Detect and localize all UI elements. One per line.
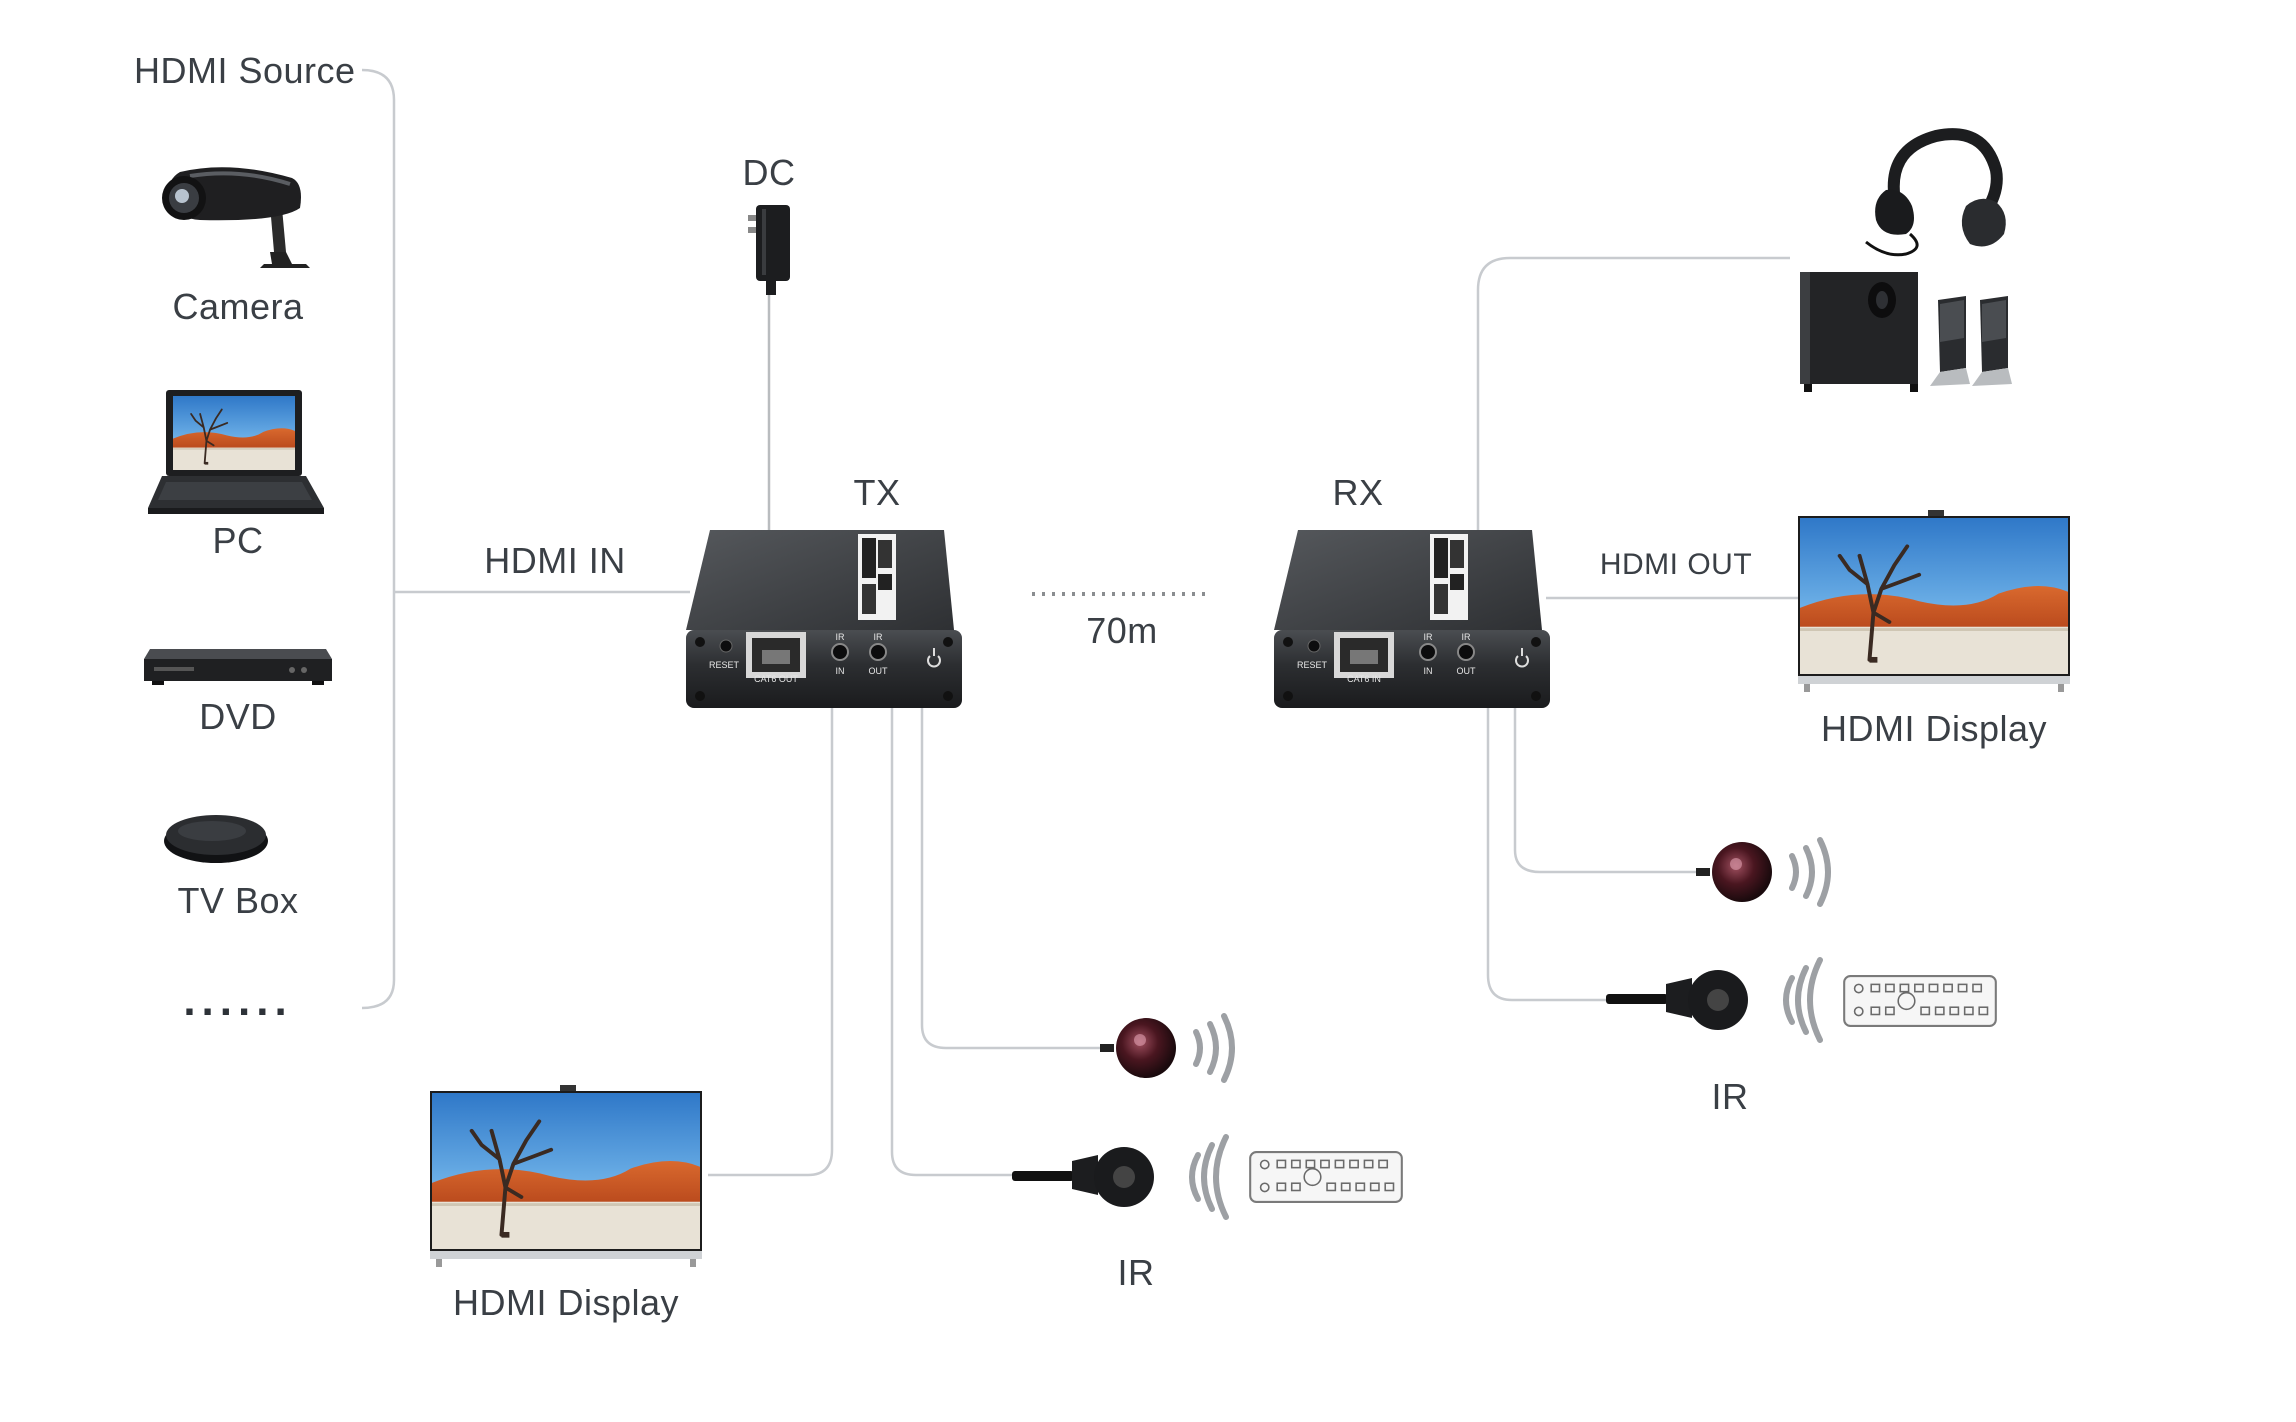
rx-ir-label: IR <box>1711 1076 1749 1117</box>
laptop-icon <box>148 390 324 514</box>
tx-ir-receiver-icon <box>1100 1013 1235 1083</box>
rx-device <box>1274 530 1550 708</box>
rx-display-label: HDMI Display <box>1820 708 2048 749</box>
rx-cat-label: CAT6 IN <box>1347 674 1381 684</box>
tv-box-icon <box>164 815 268 863</box>
rx-ir-in-label: IN <box>1424 666 1433 676</box>
source-label-tv-box: TV Box <box>177 880 299 921</box>
source-label-pc: PC <box>212 520 264 561</box>
tx-remote-control-icon <box>1250 1152 1402 1202</box>
tx-reset-label: RESET <box>709 660 740 670</box>
dvd-player-icon <box>144 649 332 685</box>
tx-display-line <box>708 690 834 1177</box>
tx-ir-label-2: IR <box>874 632 884 642</box>
source-bracket-line <box>361 68 396 1010</box>
hdmi-source-heading: HDMI Source <box>134 50 356 91</box>
audio-line <box>1476 256 1790 530</box>
tx-ir-label: IR <box>1117 1252 1155 1293</box>
tx-ir-blaster-icon <box>1012 1134 1229 1220</box>
tx-ir-out-line <box>890 690 1012 1177</box>
source-label-camera: Camera <box>172 286 304 327</box>
tx-ir-out-label: OUT <box>869 666 889 676</box>
dc-label: DC <box>742 152 796 193</box>
hdmi-in-label: HDMI IN <box>484 540 626 581</box>
tx-ir-label-1: IR <box>836 632 846 642</box>
rx-ir-blaster-icon <box>1606 957 1823 1043</box>
rx-ir-label-2: IR <box>1462 632 1472 642</box>
tx-ir-in-line <box>920 690 1100 1050</box>
rx-label: RX <box>1332 472 1384 513</box>
source-label-dvd: DVD <box>199 696 277 737</box>
distance-label: 70m <box>1086 610 1158 651</box>
connector-lines <box>361 68 1798 1177</box>
tx-display-tv <box>430 1085 702 1267</box>
rx-ir-receiver-icon <box>1696 837 1831 907</box>
rx-ir-label-1: IR <box>1424 632 1434 642</box>
tx-display-label: HDMI Display <box>452 1282 680 1323</box>
rx-ir-out-label: OUT <box>1457 666 1477 676</box>
rx-ir-in-line <box>1513 690 1700 874</box>
rx-reset-label: RESET <box>1297 660 1328 670</box>
tx-cat-label: CAT6 OUT <box>754 674 798 684</box>
hdmi-out-label: HDMI OUT <box>1599 548 1753 581</box>
headphones-icon <box>1865 128 2006 257</box>
speakers-icon <box>1800 272 2012 392</box>
tx-device <box>686 530 962 708</box>
tx-label: TX <box>853 472 901 513</box>
tx-ir-in-label: IN <box>836 666 845 676</box>
rx-remote-control-icon <box>1844 976 1996 1026</box>
power-adapter-icon <box>748 205 790 295</box>
more-dots: ...... <box>183 976 293 1025</box>
camera-icon <box>162 167 310 268</box>
rx-ir-out-line <box>1486 690 1606 1002</box>
rx-display-tv <box>1798 510 2070 692</box>
